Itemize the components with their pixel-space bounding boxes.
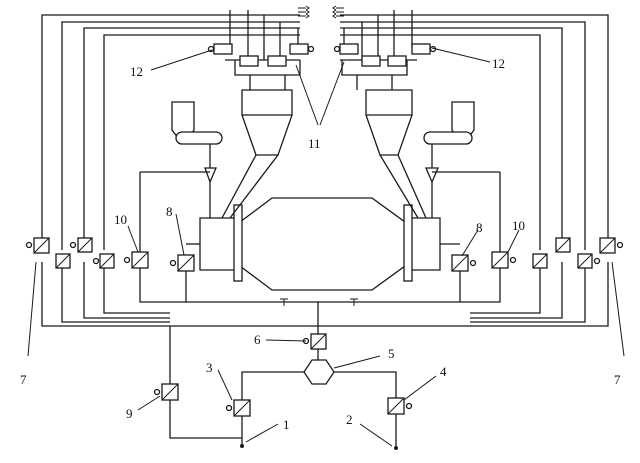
- label-10-left: 10: [114, 212, 127, 227]
- label-7-left: 7: [20, 372, 27, 387]
- outer-valves: [25, 237, 624, 269]
- right-small-valves: [333, 43, 437, 67]
- right-feed-hopper: [423, 101, 475, 184]
- left-feed-hopper: [171, 101, 223, 184]
- label-9: 9: [126, 406, 133, 421]
- left-cyclone-hopper: [241, 89, 293, 156]
- inner-valves: [123, 251, 517, 272]
- leader-lines: [27, 47, 625, 447]
- supply-network: [153, 302, 413, 450]
- reactor-body: [199, 154, 441, 291]
- left-small-valves: [207, 43, 315, 67]
- label-3: 3: [206, 360, 213, 375]
- right-outer-pipelines: [340, 14, 609, 327]
- label-7-right: 7: [614, 372, 621, 387]
- label-8-left: 8: [166, 204, 173, 219]
- inner-gas-loop: [139, 171, 501, 306]
- label-10-right: 10: [512, 218, 525, 233]
- right-cyclone-hopper: [365, 89, 413, 156]
- right-arrow-cluster-icon: [332, 5, 344, 19]
- label-11: 11: [308, 136, 321, 151]
- label-6: 6: [254, 332, 261, 347]
- label-12-right: 12: [492, 56, 505, 71]
- label-5: 5: [388, 346, 395, 361]
- label-1: 1: [283, 417, 290, 432]
- label-2: 2: [346, 412, 353, 427]
- left-arrow-cluster-icon: [298, 5, 310, 19]
- left-outer-pipelines: [41, 14, 300, 327]
- label-4: 4: [440, 364, 447, 379]
- label-12-left: 12: [130, 64, 143, 79]
- component-labels: 1 2 3 4 5 6 7 7 8 8 9 10 10 11 12 12: [20, 56, 621, 432]
- label-11-leaders: [295, 61, 345, 126]
- label-8-right: 8: [476, 220, 483, 235]
